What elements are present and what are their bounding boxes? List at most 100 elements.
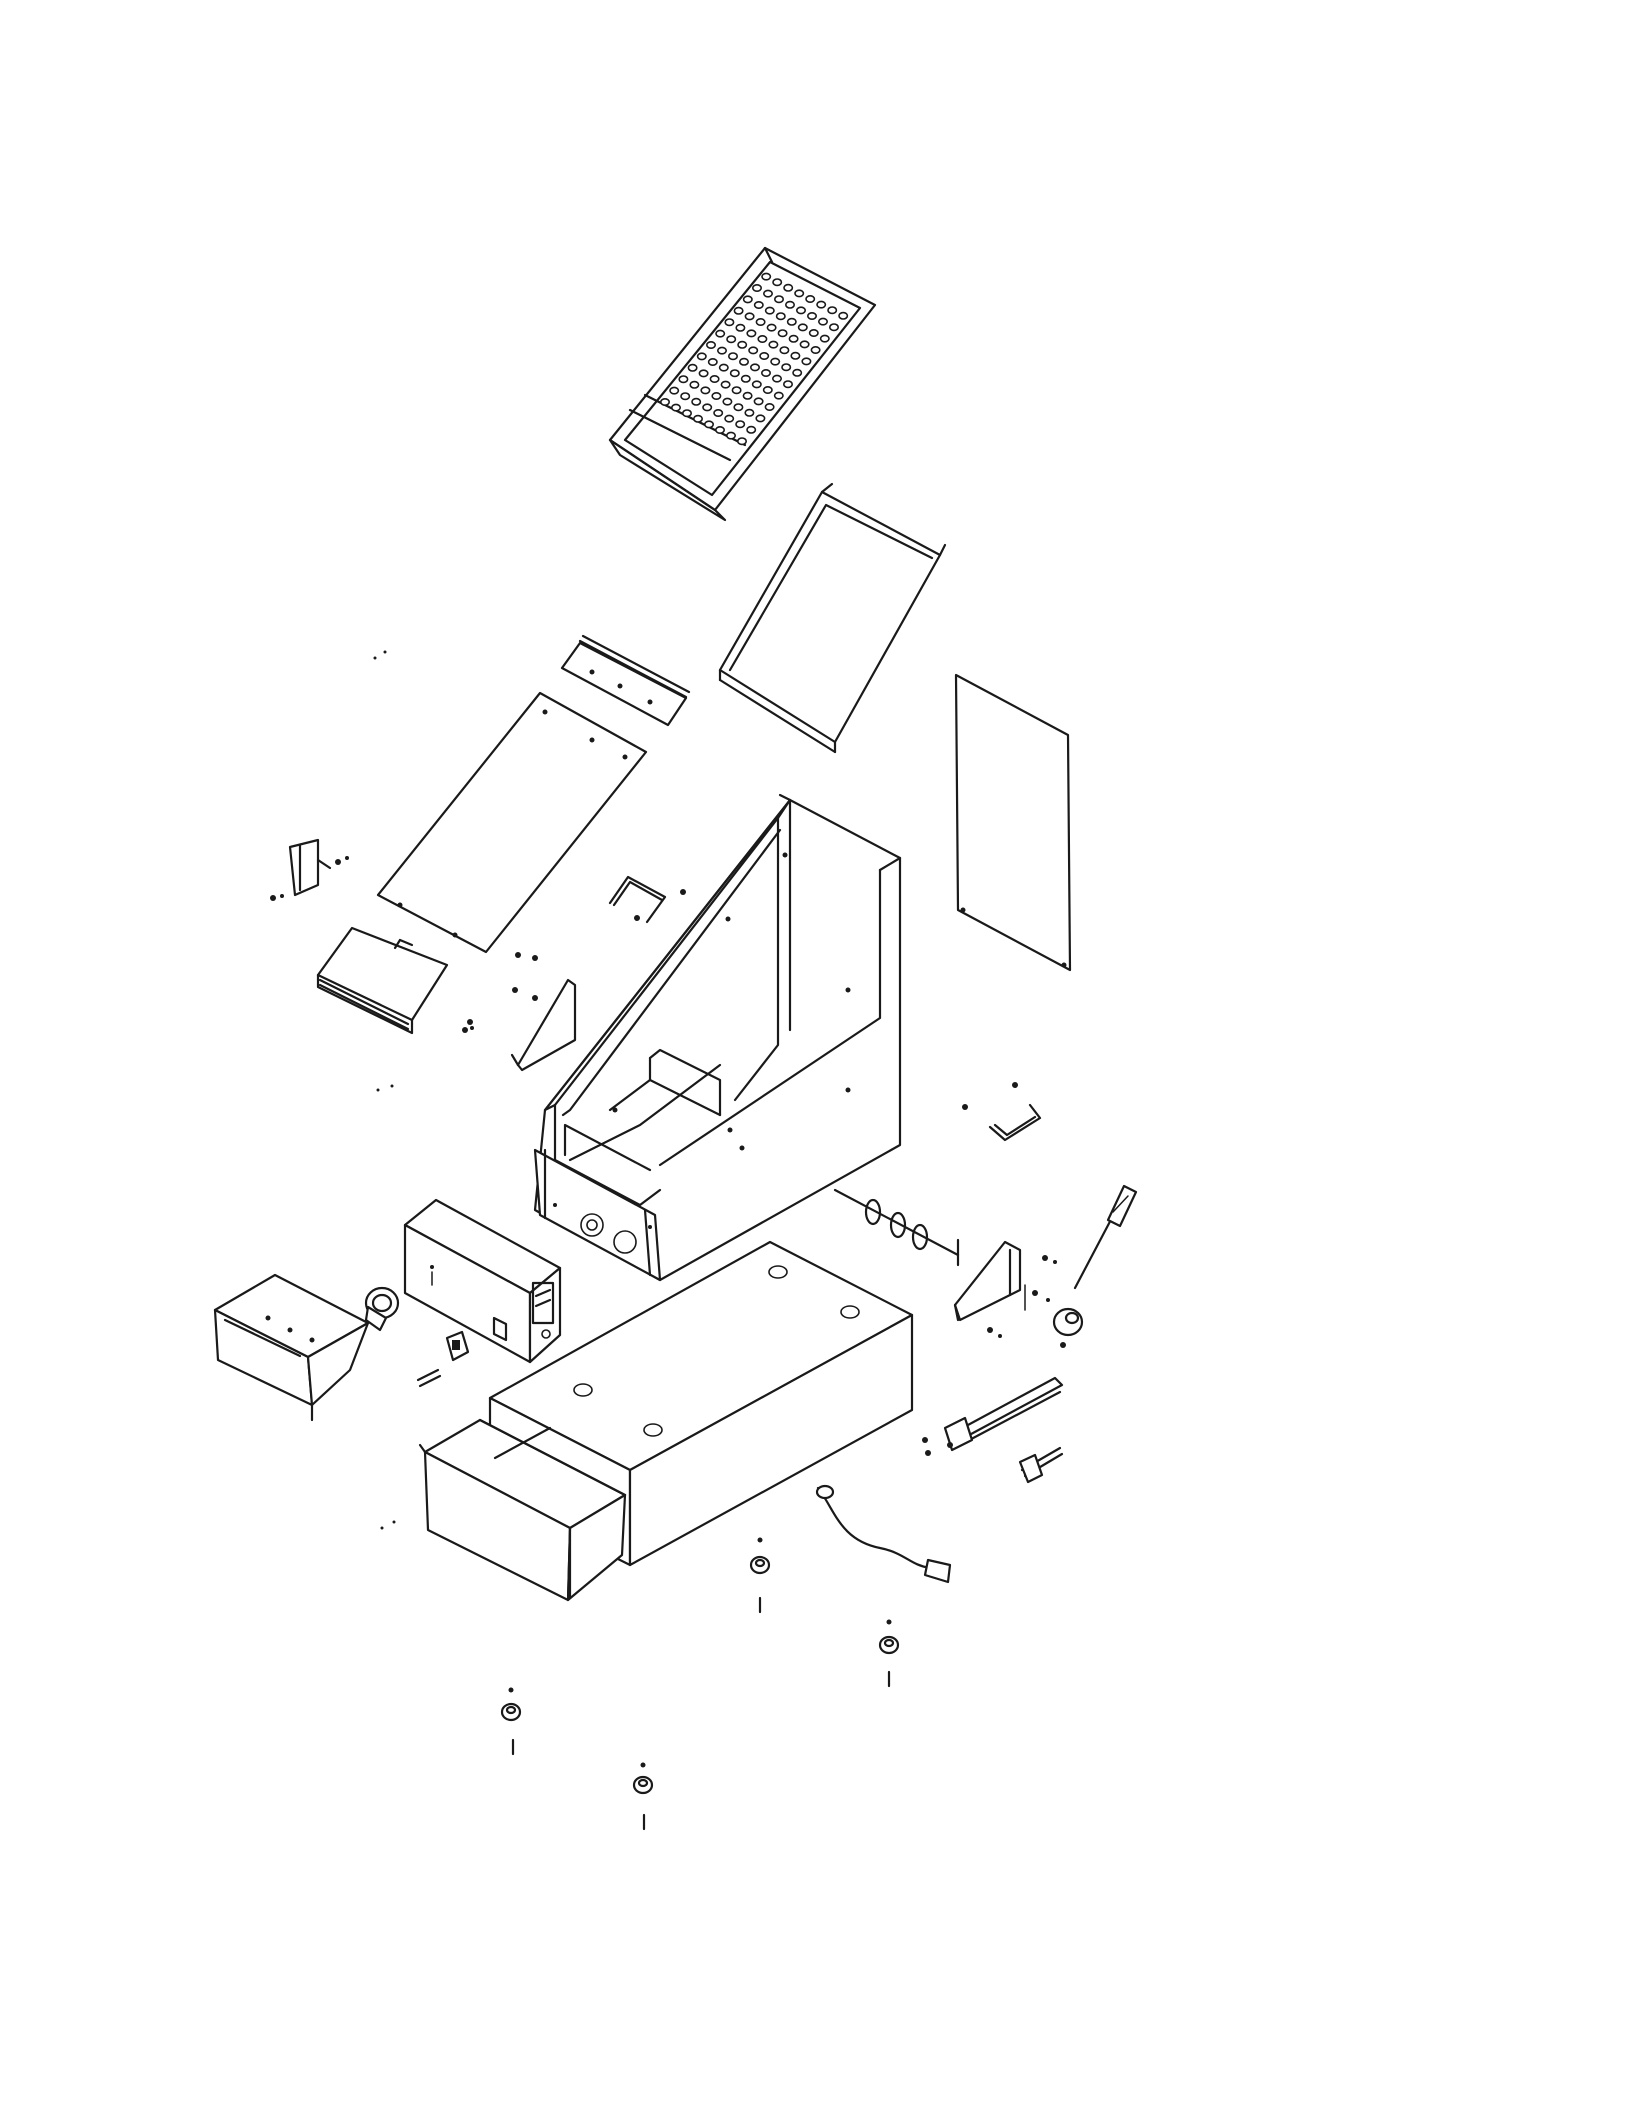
perforation-hole <box>716 330 724 336</box>
perforation-hole <box>771 358 779 364</box>
perforation-hole <box>692 399 700 405</box>
perforation-hole <box>701 387 709 393</box>
perforation-hole <box>821 335 829 341</box>
perforation-hole <box>672 404 680 410</box>
perforation-hole <box>760 353 768 359</box>
perforation-hole <box>727 432 735 438</box>
drip-tray <box>720 484 945 752</box>
perforation-hole <box>732 387 740 393</box>
perforation-hole <box>799 324 807 330</box>
foot <box>751 1538 769 1613</box>
perforated-grate <box>610 248 875 520</box>
perforation-hole <box>703 404 711 410</box>
fasteners <box>374 651 396 1530</box>
crumb-tray <box>215 1275 368 1420</box>
perforation-hole <box>784 285 792 291</box>
right-corner-bracket <box>955 1242 1057 1338</box>
control-box <box>405 1200 560 1362</box>
perforation-hole <box>745 410 753 416</box>
perforation-hole <box>743 393 751 399</box>
perforation-hole <box>734 404 742 410</box>
perforation-hole <box>740 359 748 365</box>
perforation-hole <box>756 415 764 421</box>
power-cord <box>817 1486 950 1582</box>
perforation-hole <box>742 376 750 382</box>
rear-handle <box>610 877 686 922</box>
perforation-hole <box>811 347 819 353</box>
perforation-hole <box>828 307 836 313</box>
heating-element <box>922 1378 1062 1456</box>
perforation-hole <box>782 364 790 370</box>
perforation-hole <box>808 313 816 319</box>
thermostat-knob <box>366 1288 398 1330</box>
perforation-hole <box>754 398 762 404</box>
perforation-hole <box>756 319 764 325</box>
perforation-hole <box>738 342 746 348</box>
perforation-hole <box>723 398 731 404</box>
perforation-hole <box>712 393 720 399</box>
perforation-hole <box>738 438 746 444</box>
perforation-hole <box>765 404 773 410</box>
top-hinge-bracket <box>562 636 689 725</box>
cable-gland <box>1020 1448 1062 1482</box>
perforation-hole <box>775 392 783 398</box>
perforation-hole <box>736 325 744 331</box>
perforation-hole <box>747 427 755 433</box>
perforation-hole <box>755 302 763 308</box>
perforation-hole <box>716 427 724 433</box>
perforation-hole <box>819 318 827 324</box>
rocker-switch <box>447 1332 468 1360</box>
perforation-hole <box>710 376 718 382</box>
perforation-hole <box>725 319 733 325</box>
side-handle <box>962 1082 1040 1140</box>
perforation-hole <box>773 279 781 285</box>
perforation-hole <box>679 376 687 382</box>
foot <box>880 1620 898 1687</box>
perforation-hole <box>769 341 777 347</box>
main-housing <box>535 795 900 1280</box>
perforation-hole <box>775 296 783 302</box>
perforation-hole <box>683 410 691 416</box>
perforation-hole <box>734 308 742 314</box>
perforation-hole <box>762 273 770 279</box>
perforation-hole <box>793 370 801 376</box>
perforation-hole <box>661 399 669 405</box>
screwdriver-probe <box>1075 1186 1136 1288</box>
perforation-hole <box>688 365 696 371</box>
perforation-hole <box>778 330 786 336</box>
perforation-hole <box>681 393 689 399</box>
perforation-hole <box>766 307 774 313</box>
perforation-hole <box>806 296 814 302</box>
perforation-hole <box>817 301 825 307</box>
perforation-hole <box>744 296 752 302</box>
perforation-hole <box>764 387 772 393</box>
perforation-hole <box>709 359 717 365</box>
perforation-hole <box>736 421 744 427</box>
perforation-hole <box>698 353 706 359</box>
left-corner-bracket <box>467 952 575 1070</box>
perforation-hole <box>670 387 678 393</box>
perforation-hole <box>786 302 794 308</box>
perforation-hole <box>773 375 781 381</box>
perforation-hole <box>753 285 761 291</box>
perforation-hole <box>777 313 785 319</box>
perforation-hole <box>802 358 810 364</box>
foot <box>502 1688 520 1755</box>
perforation-hole <box>753 381 761 387</box>
perforation-hole <box>707 342 715 348</box>
right-knob <box>1054 1309 1082 1348</box>
perforation-hole <box>745 313 753 319</box>
perforation-hole <box>839 313 847 319</box>
perforation-hole <box>797 307 805 313</box>
perforation-hole <box>714 410 722 416</box>
perforation-hole <box>731 370 739 376</box>
perforation-hole <box>699 370 707 376</box>
perforation-hole <box>764 290 772 296</box>
perforation-hole <box>789 336 797 342</box>
perforation-hole <box>784 381 792 387</box>
perforation-hole <box>747 330 755 336</box>
perforation-hole <box>788 319 796 325</box>
perforation-hole <box>780 347 788 353</box>
